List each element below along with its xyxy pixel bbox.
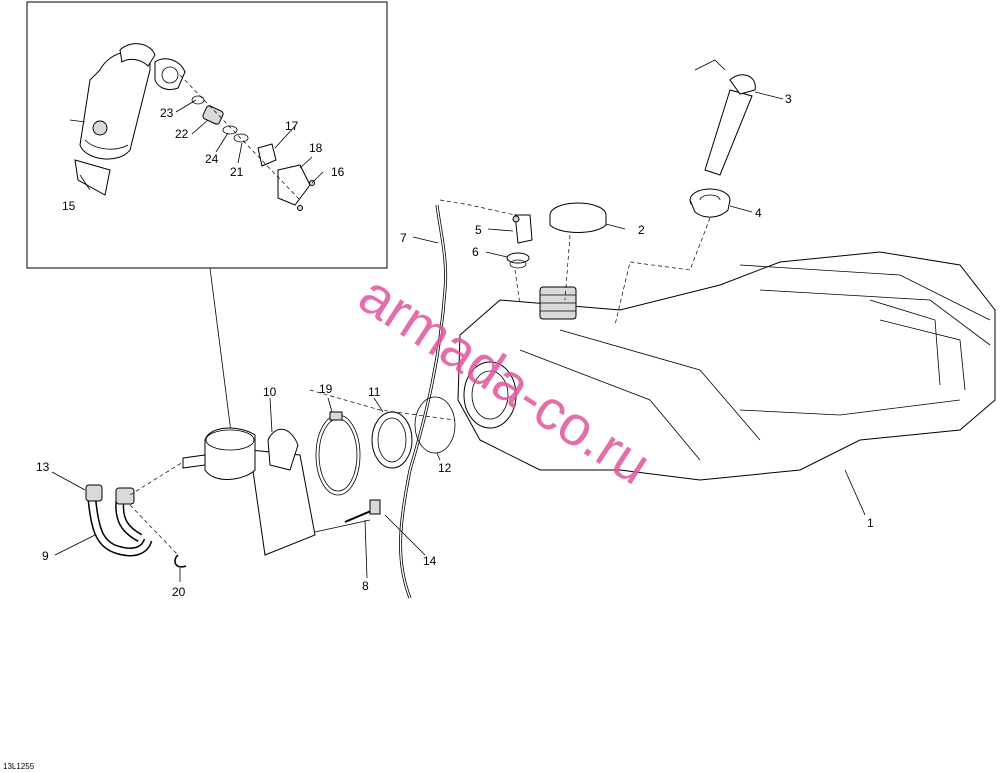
vent-valve [512,214,533,244]
callout-3: 3 [785,92,792,106]
callout-17: 17 [285,119,299,133]
pump-lock-ring [371,411,413,469]
fuel-level-sender [694,59,756,176]
pump-bolt [344,499,381,523]
filter-small-parts [191,95,315,211]
callout-18: 18 [309,141,323,155]
callout-14: 14 [423,554,437,568]
callout-16: 16 [331,165,345,179]
inset-assembly-axis [179,74,301,201]
callout-6: 6 [472,245,479,259]
callout-11: 11 [368,385,381,399]
callout-20: 20 [172,585,186,599]
vent-grommet [506,252,530,269]
detail-inset-frame [26,1,388,269]
callout-23: 23 [160,106,174,120]
callout-19: 19 [319,382,333,396]
fuel-tank [457,251,996,481]
callout-1: 1 [867,516,874,530]
callout-24: 24 [205,152,219,166]
reference-code: 13L1255 [3,762,35,771]
callout-7: 7 [400,231,407,245]
quick-connectors [85,484,135,505]
inset-connector-line [209,267,233,441]
vent-hose [399,204,448,599]
callout-2: 2 [638,223,645,237]
callout-10: 10 [263,385,277,399]
fuel-pump-module [182,427,371,556]
callout-4: 4 [755,206,762,220]
fuel-filter-assembly [69,43,186,196]
sender-seal [689,188,731,218]
callout-9: 9 [42,549,49,563]
callout-21: 21 [230,165,244,179]
fuel-supply-hose [87,499,153,557]
fuel-cap [549,202,607,233]
callout-15: 15 [62,199,76,213]
callout-12: 12 [438,461,452,475]
callout-5: 5 [475,223,482,237]
callout-8: 8 [362,579,369,593]
pump-o-ring [414,396,456,454]
callout-13: 13 [36,460,50,474]
retaining-clip [174,554,187,568]
callout-22: 22 [175,127,189,141]
pump-clamp [315,411,361,496]
